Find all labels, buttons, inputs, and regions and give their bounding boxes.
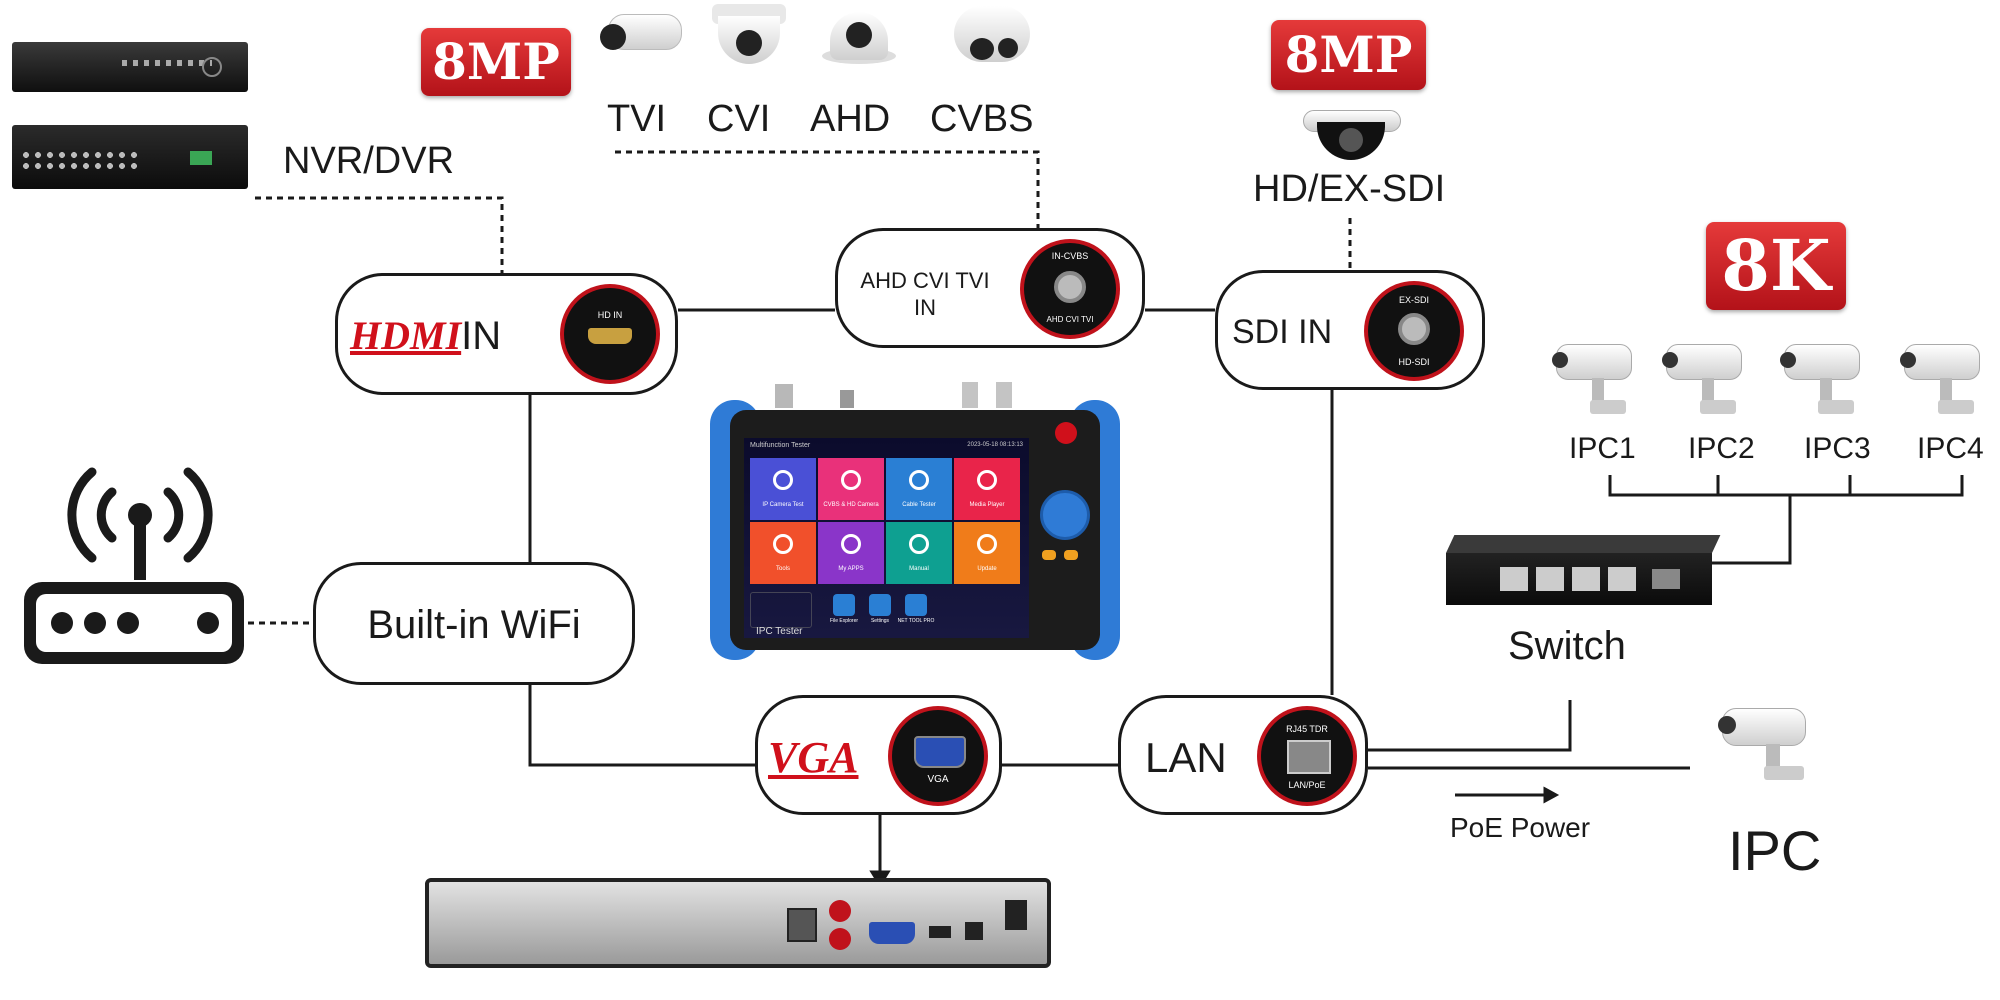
lan-node: LAN RJ45 TDR LAN/PoE <box>1118 695 1368 815</box>
camera-label-cvbs: CVBS <box>930 98 1034 140</box>
tester-header: Multifunction Tester <box>750 442 811 449</box>
rj45-port-icon: RJ45 TDR LAN/PoE <box>1257 706 1357 806</box>
ahd-dome-camera-icon <box>822 10 896 66</box>
ip-bullet-camera-icon <box>1662 340 1762 422</box>
camera-label-ahd: AHD <box>810 98 891 140</box>
dome-camera-icon <box>712 4 786 66</box>
tester-app-label: Tools <box>775 566 790 572</box>
tester-app-label: CVBS & HD Camera <box>823 502 879 508</box>
vga-logo-text: VGA <box>768 733 859 782</box>
lan-port-top-text: RJ45 TDR <box>1286 724 1328 734</box>
tester-status: 2023-05-18 08:13:13 <box>967 442 1023 448</box>
badge-8mp-right: 8MP <box>1271 20 1426 90</box>
sdi-in-label: SDI IN <box>1232 313 1333 351</box>
sdi-bnc-port-icon: EX-SDI HD-SDI <box>1364 281 1464 381</box>
hdmi-port-text: HD IN <box>597 310 623 320</box>
sdi-port-top-text: EX-SDI <box>1398 295 1429 305</box>
analog-in-line2: IN <box>914 295 936 320</box>
app-icon <box>909 470 929 490</box>
hd-exsdi-label: HD/EX-SDI <box>1253 168 1446 210</box>
network-switch-device <box>1446 535 1721 605</box>
app-icon <box>977 470 997 490</box>
lan-label: LAN <box>1145 734 1227 781</box>
analog-port-bottom-text: AHD CVI TVI <box>1046 315 1094 324</box>
lan-port-bottom-text: LAN/PoE <box>1288 780 1326 790</box>
tester-app-tile[interactable]: Cable Tester <box>886 458 952 520</box>
ipc2-label: IPC2 <box>1688 432 1755 465</box>
app-icon <box>977 534 997 554</box>
wifi-node: Built-in WiFi <box>313 562 635 685</box>
tester-dock-item[interactable]: File Explorer <box>824 592 864 632</box>
tester-app-label: Media Player <box>969 502 1005 508</box>
turret-camera-icon <box>950 6 1034 68</box>
tester-app-tile[interactable]: IP Camera Test <box>750 458 816 520</box>
nvr-dvr-label: NVR/DVR <box>283 140 455 182</box>
tester-dock-label: File Explorer <box>829 618 859 624</box>
tester-app-tile[interactable]: Update <box>954 522 1020 584</box>
tester-app-label: Cable Tester <box>902 502 936 508</box>
switch-label: Switch <box>1508 624 1626 668</box>
app-icon <box>841 534 861 554</box>
tester-app-label: Update <box>977 566 997 572</box>
hdmi-logo-text: HDMI <box>350 313 462 358</box>
badge-8k: 8K <box>1706 222 1846 310</box>
tester-app-label: IP Camera Test <box>762 502 804 508</box>
poe-power-label: PoE Power <box>1450 812 1591 843</box>
bnc-port-icon: IN-CVBS AHD CVI TVI <box>1020 239 1120 339</box>
ipc-label: IPC <box>1728 819 1822 882</box>
poe-ipc-camera-icon <box>1718 700 1838 790</box>
tester-dock-item[interactable]: Settings <box>860 592 900 632</box>
ip-bullet-camera-icon <box>1780 340 1880 422</box>
camera-label-cvi: CVI <box>707 98 771 140</box>
analog-in-line1: AHD CVI TVI <box>860 268 990 293</box>
sdi-dome-camera-icon <box>1303 106 1401 162</box>
camera-label-tvi: TVI <box>607 98 667 140</box>
tester-dock-item[interactable]: NET TOOL PRO <box>896 592 936 632</box>
analog-in-node: AHD CVI TVI IN IN-CVBS AHD CVI TVI <box>835 228 1145 348</box>
tester-dock-label: Settings <box>870 618 890 624</box>
wifi-label: Built-in WiFi <box>367 603 581 647</box>
tester-app-label: Manual <box>909 566 929 572</box>
tester-brand: IPC Tester <box>756 626 803 637</box>
sdi-port-bottom-text: HD-SDI <box>1398 357 1430 367</box>
dock-icon <box>869 594 891 616</box>
vga-port-text: VGA <box>927 774 949 785</box>
wifi-router-icon <box>20 430 250 670</box>
app-icon <box>773 534 793 554</box>
tester-app-tile[interactable]: My APPS <box>818 522 884 584</box>
tester-app-tile[interactable]: Tools <box>750 522 816 584</box>
nvr-device <box>12 125 248 189</box>
hdmi-in-suffix: IN <box>461 314 502 358</box>
app-icon <box>841 470 861 490</box>
tester-app-tile[interactable]: CVBS & HD Camera <box>818 458 884 520</box>
ipc1-label: IPC1 <box>1569 432 1636 465</box>
app-icon <box>773 470 793 490</box>
app-icon <box>909 534 929 554</box>
vga-port-icon: VGA <box>888 706 988 806</box>
tester-dock-label: NET TOOL PRO <box>897 618 935 624</box>
tester-app-label: My APPS <box>838 566 864 572</box>
vga-node: VGA VGA <box>755 695 1002 815</box>
ipc3-label: IPC3 <box>1804 432 1871 465</box>
analog-port-top-text: IN-CVBS <box>1051 251 1089 261</box>
ipc4-label: IPC4 <box>1917 432 1984 465</box>
tester-screen: Multifunction Tester 2023-05-18 08:13:13… <box>744 438 1029 638</box>
dvr-device <box>12 42 248 92</box>
ip-bullet-camera-icon <box>1900 340 2000 422</box>
dock-icon <box>905 594 927 616</box>
nvr-rear-device <box>425 878 1051 968</box>
ipc-tester-device: Multifunction Tester 2023-05-18 08:13:13… <box>710 380 1120 665</box>
hdmi-in-node: HDMIIN HD IN <box>335 273 678 395</box>
tester-app-tile[interactable]: Media Player <box>954 458 1020 520</box>
hdmi-port-icon: HD IN <box>560 284 660 384</box>
ip-bullet-camera-icon <box>1552 340 1652 422</box>
dock-icon <box>833 594 855 616</box>
sdi-in-node: SDI IN EX-SDI HD-SDI <box>1215 270 1485 390</box>
bullet-camera-icon <box>590 6 682 62</box>
badge-8mp-left: 8MP <box>421 28 571 96</box>
tester-app-tile[interactable]: Manual <box>886 522 952 584</box>
